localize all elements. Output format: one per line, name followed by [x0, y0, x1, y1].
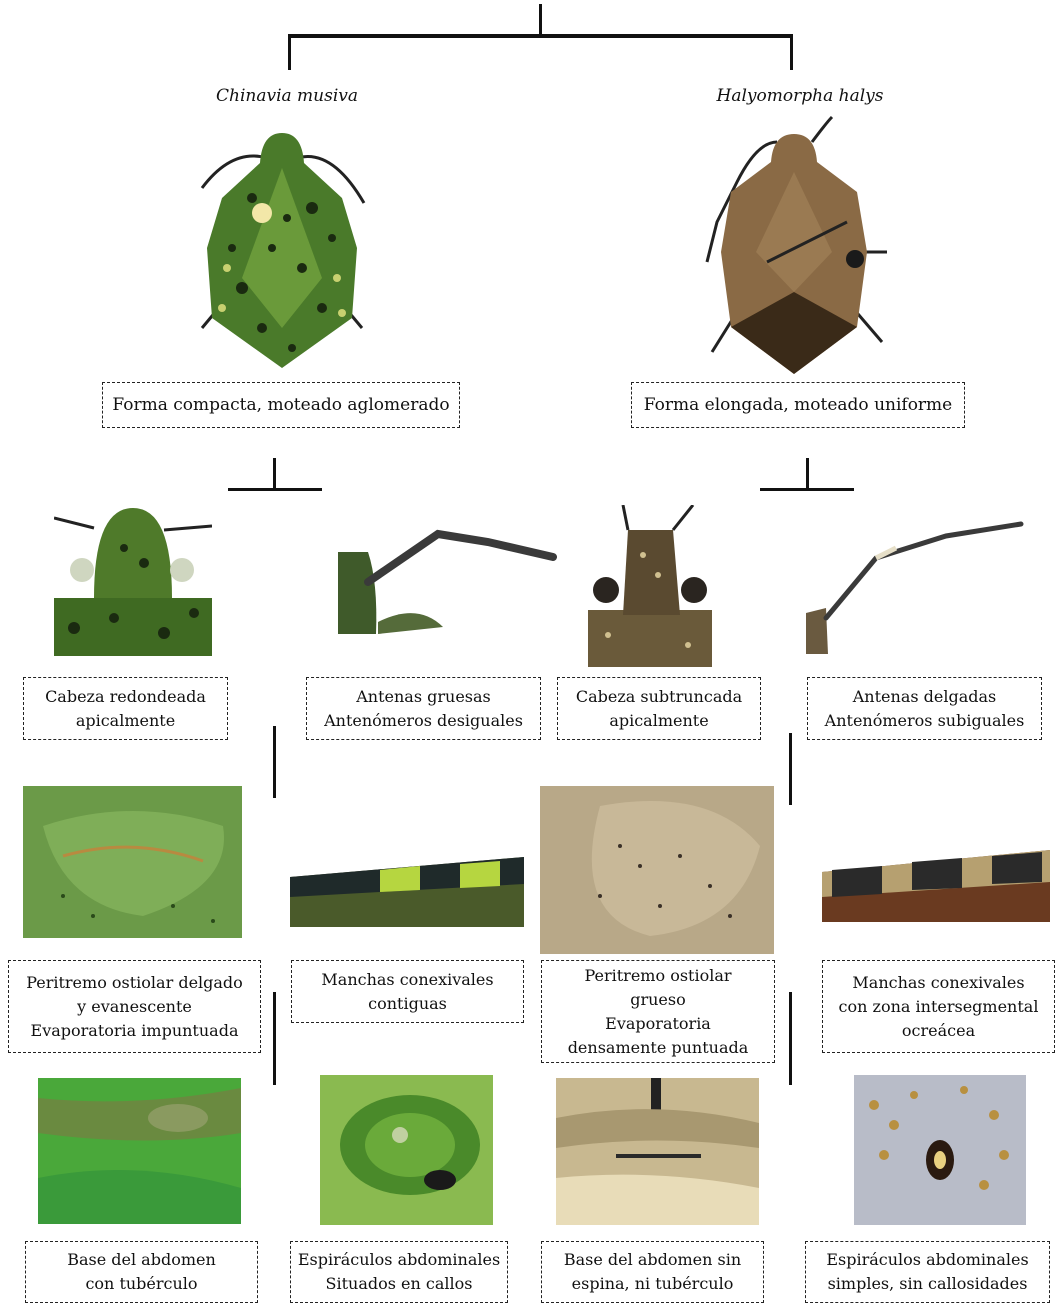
root-bar: [288, 34, 793, 38]
abdomen-base-smooth-photo: [556, 1078, 759, 1225]
trait-callus-spiracles-line2: Situados en callos: [326, 1272, 473, 1296]
trait-contiguous-spots-line1: Manchas conexivales: [321, 968, 493, 992]
trait-thick-antennae-line2: Antenómeros desiguales: [324, 709, 523, 733]
trait-thick-antennae-line1: Antenas gruesas: [356, 685, 491, 709]
trait-abdomen-no-spine-line1: Base del abdomen sin: [564, 1248, 741, 1272]
trait-compact-shape-line: Forma compacta, moteado aglomerado: [112, 393, 449, 417]
trait-abdomen-tubercle: Base del abdomen con tubérculo: [25, 1241, 258, 1303]
thick-peritreme-photo: [540, 786, 774, 954]
thick-antenna-photo: [338, 522, 560, 634]
chinavia-musiva-photo: [192, 128, 372, 373]
trait-rounded-head-line1: Cabeza redondeada: [45, 685, 206, 709]
trait-thin-peritreme: Peritremo ostiolar delgado y evanescente…: [8, 960, 261, 1053]
trait-subtruncate-head: Cabeza subtruncada apicalmente: [557, 677, 761, 740]
trait-abdomen-tubercle-line2: con tubérculo: [85, 1272, 197, 1296]
root-stem: [539, 4, 542, 36]
trait-abdomen-no-spine-line2: espina, ni tubérculo: [572, 1272, 734, 1296]
rounded-head-photo: [54, 508, 212, 656]
slender-antenna-photo: [806, 518, 1024, 654]
trait-simple-spiracles-line1: Espiráculos abdominales: [826, 1248, 1028, 1272]
trait-thin-peritreme-line1: Peritremo ostiolar delgado: [26, 971, 243, 995]
trait-ochre-intersegment-line2: con zona intersegmental: [839, 995, 1039, 1019]
left-mid-line: [273, 726, 276, 798]
trait-simple-spiracles: Espiráculos abdominales simples, sin cal…: [805, 1241, 1050, 1303]
trait-thin-peritreme-line3: Evaporatoria impuntuada: [31, 1019, 239, 1043]
trait-slender-antennae-line2: Antenómeros subiguales: [825, 709, 1025, 733]
trait-abdomen-no-spine: Base del abdomen sin espina, ni tubércul…: [541, 1241, 764, 1303]
trait-ochre-intersegment: Manchas conexivales con zona intersegmen…: [822, 960, 1055, 1053]
trait-rounded-head-line2: apicalmente: [76, 709, 175, 733]
trait-thick-peritreme-line3: Evaporatoria: [605, 1012, 711, 1036]
trait-ochre-intersegment-line3: ocreácea: [902, 1019, 975, 1043]
simple-spiracle-photo: [854, 1075, 1026, 1225]
trait-rounded-head: Cabeza redondeada apicalmente: [23, 677, 228, 740]
subtruncate-head-photo: [588, 505, 712, 667]
trait-simple-spiracles-line2: simples, sin callosidades: [828, 1272, 1028, 1296]
contiguous-spots-photo: [290, 852, 524, 927]
halyomorpha-halys-photo: [697, 112, 892, 377]
trait-callus-spiracles-line1: Espiráculos abdominales: [298, 1248, 500, 1272]
trait-thick-peritreme-line1: Peritremo ostiolar: [584, 964, 731, 988]
trait-abdomen-tubercle-line1: Base del abdomen: [67, 1248, 216, 1272]
trait-elongate-shape: Forma elongada, moteado uniforme: [631, 382, 965, 428]
left-tee-stem: [273, 458, 276, 490]
right-low-line: [789, 992, 792, 1085]
thin-peritreme-photo: [23, 786, 242, 938]
right-tee-stem: [806, 458, 809, 490]
trait-elongate-shape-line: Forma elongada, moteado uniforme: [644, 393, 952, 417]
abdomen-tubercle-photo: [38, 1078, 241, 1224]
trait-thick-antennae: Antenas gruesas Antenómeros desiguales: [306, 677, 541, 740]
trait-subtruncate-head-line2: apicalmente: [609, 709, 708, 733]
trait-compact-shape: Forma compacta, moteado aglomerado: [102, 382, 460, 428]
left-low-line: [273, 992, 276, 1085]
trait-contiguous-spots-line2: contiguas: [368, 992, 447, 1016]
root-left-drop: [288, 34, 291, 70]
species-left-name: Chinavia musiva: [137, 86, 437, 106]
species-right-name: Halyomorpha halys: [650, 86, 950, 106]
trait-slender-antennae-line1: Antenas delgadas: [853, 685, 997, 709]
callus-spiracle-photo: [320, 1075, 493, 1225]
trait-thick-peritreme-line2: grueso: [630, 988, 686, 1012]
trait-ochre-intersegment-line1: Manchas conexivales: [852, 971, 1024, 995]
trait-callus-spiracles: Espiráculos abdominales Situados en call…: [290, 1241, 508, 1303]
trait-contiguous-spots: Manchas conexivales contiguas: [291, 960, 524, 1023]
trait-slender-antennae: Antenas delgadas Antenómeros subiguales: [807, 677, 1042, 740]
trait-thin-peritreme-line2: y evanescente: [77, 995, 192, 1019]
right-mid-line: [789, 733, 792, 805]
root-right-drop: [790, 34, 793, 70]
trait-thick-peritreme: Peritremo ostiolar grueso Evaporatoria d…: [541, 960, 775, 1063]
ochre-intersegment-photo: [822, 842, 1050, 922]
trait-thick-peritreme-line4: densamente puntuada: [568, 1036, 749, 1060]
trait-subtruncate-head-line1: Cabeza subtruncada: [576, 685, 742, 709]
